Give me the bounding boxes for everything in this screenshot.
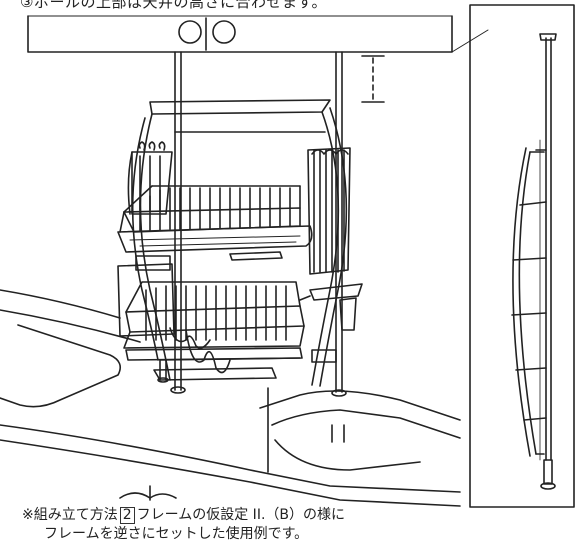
rack-frame [131, 99, 348, 387]
caption-line-2: フレームを逆さにセットした使用例です。 [44, 526, 309, 542]
pole-detail-inset [469, 4, 575, 508]
upper-dish-basket [117, 185, 313, 261]
side-towel-bar [299, 283, 363, 363]
countertop [0, 289, 461, 507]
gap-indicator [361, 55, 385, 103]
rack-poles [157, 51, 347, 397]
lower-dish-basket [123, 281, 305, 381]
instruction-heading: ③ポールの上部は天井の高さに合わせます。 [20, 0, 327, 12]
instruction-heading-text: ポールの上部は天井の高さに合わせます。 [33, 0, 327, 11]
step-reference-box: 2 [119, 507, 135, 524]
caption-suffix: フレームの仮設定 II.（B）の様に [136, 507, 345, 523]
step-number-badge: ③ [20, 0, 34, 11]
utensil-holder-right [307, 147, 351, 275]
upper-cabinet [27, 15, 489, 53]
cup-holder [117, 255, 175, 337]
caption-prefix: ※組み立て方法 [22, 507, 118, 523]
utensil-holder-left [127, 141, 173, 215]
